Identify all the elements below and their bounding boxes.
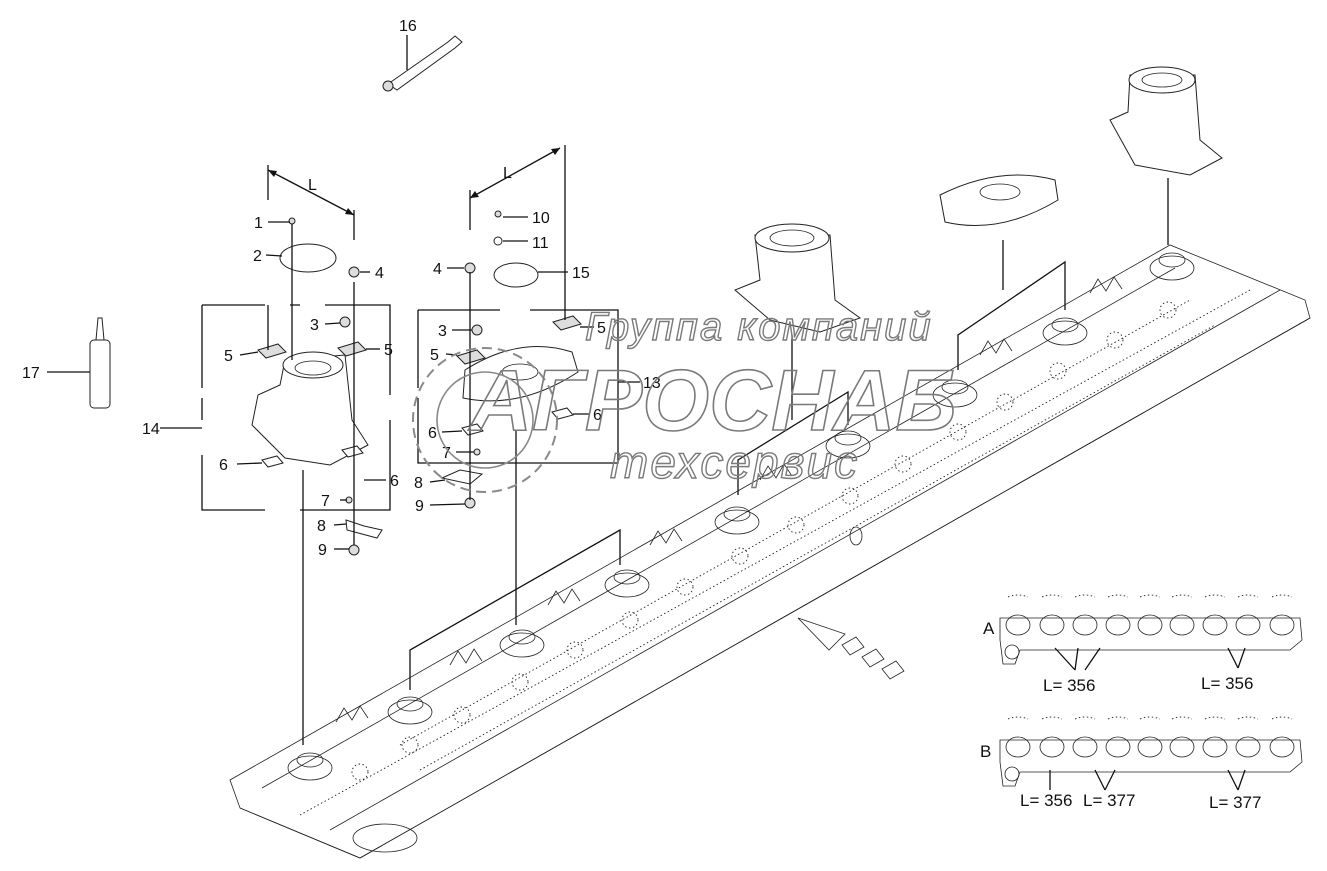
cap-disc-flat <box>939 174 1059 226</box>
shim-6a <box>261 455 284 468</box>
inset-b-length-3: L= 377 <box>1209 793 1261 812</box>
cap-cone-top <box>1109 66 1223 176</box>
callout-2: 2 <box>253 248 262 265</box>
callout-6b: 6 <box>390 473 399 490</box>
shim-6b <box>341 445 364 458</box>
nut-4a <box>348 266 360 278</box>
cone-cap-left <box>251 351 369 466</box>
cap-cone-mid <box>734 223 862 333</box>
skid-5b <box>337 341 367 357</box>
plate-2 <box>279 243 337 273</box>
nut-3b <box>471 324 483 336</box>
callout-4b: 4 <box>433 261 442 278</box>
callout-8b: 8 <box>414 475 423 492</box>
callout-labels: 1 2 4 3 5 5 6 6 7 8 9 10 11 15 4 3 5 5 1… <box>22 18 661 559</box>
inset-b: B L= 356 L= 377 L= 377 <box>980 716 1303 812</box>
callout-6a: 6 <box>219 457 228 474</box>
callout-5d: 5 <box>597 320 606 337</box>
watermark-line-1: Группа компаний <box>585 305 933 349</box>
dimension-l-left <box>267 165 355 240</box>
direction-arrow <box>797 617 905 680</box>
watermark: Группа компаний АГРОСНАБ техсервис <box>412 304 957 493</box>
inset-b-length-1: L= 356 <box>1020 791 1072 810</box>
callout-4a: 4 <box>375 265 384 282</box>
nut-3a <box>339 316 351 328</box>
callout-17: 17 <box>22 365 40 382</box>
callout-15: 15 <box>572 265 590 282</box>
blade-8a <box>345 519 383 539</box>
inset-b-letter: B <box>980 742 991 761</box>
bolt-1 <box>288 217 296 225</box>
callout-11: 11 <box>532 235 549 252</box>
inset-a-length-2: L= 356 <box>1201 674 1253 693</box>
callout-9b: 9 <box>415 498 424 515</box>
bolt-7b <box>473 448 481 456</box>
callout-7b: 7 <box>442 445 451 462</box>
callout-8a: 8 <box>317 518 326 535</box>
skid-5d <box>552 315 582 331</box>
bolt-9a <box>348 544 360 556</box>
watermark-line-2: АГРОСНАБ <box>468 353 956 449</box>
shim-6d <box>461 423 484 436</box>
callout-10: 10 <box>532 210 550 227</box>
inset-a-letter: A <box>983 619 995 638</box>
callout-6d: 6 <box>428 425 437 442</box>
grease-tube-17 <box>89 317 111 409</box>
callout-6c: 6 <box>593 407 602 424</box>
dimension-l-mid <box>469 147 561 230</box>
watermark-line-3: техсервис <box>610 436 859 488</box>
dimension-label-l2: L <box>503 165 512 182</box>
dimension-label-l1: L <box>308 177 317 194</box>
callout-13: 13 <box>643 375 661 392</box>
skid-5a <box>257 343 287 359</box>
callout-5a: 5 <box>224 348 233 365</box>
callout-leaders <box>47 216 640 550</box>
blade-8b <box>440 469 484 485</box>
callout-9a: 9 <box>318 542 327 559</box>
cutter-bar <box>229 244 1311 859</box>
bolt-10 <box>494 210 502 218</box>
inset-b-length-2: L= 377 <box>1083 791 1135 810</box>
callout-3a: 3 <box>310 317 319 334</box>
knife-edges <box>335 276 1123 723</box>
callout-5b: 5 <box>384 342 393 359</box>
wrench-16 <box>382 35 463 92</box>
callout-1: 1 <box>254 215 263 232</box>
callout-14: 14 <box>142 421 160 438</box>
cap-15 <box>493 262 539 288</box>
group-13-box <box>417 309 619 464</box>
callout-7a: 7 <box>321 493 330 510</box>
nut-4b <box>464 262 476 274</box>
washer-11 <box>493 236 503 246</box>
disc-row <box>287 252 1195 781</box>
inset-a: A L= 356 L= 356 <box>983 594 1303 695</box>
group-14-box <box>201 304 391 511</box>
callout-16: 16 <box>399 18 417 35</box>
callout-3b: 3 <box>438 323 447 340</box>
inset-a-length-1: L= 356 <box>1043 676 1095 695</box>
callout-5c: 5 <box>430 347 439 364</box>
